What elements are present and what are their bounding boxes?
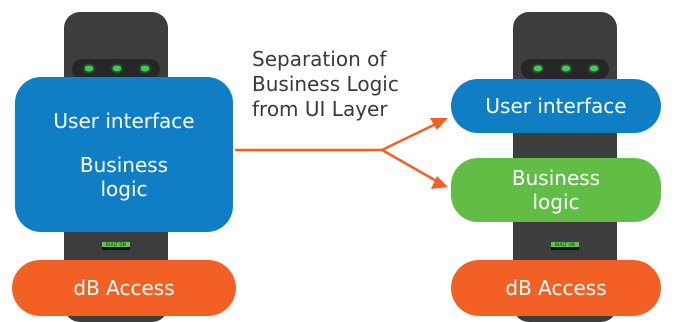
led-icon [85, 66, 93, 71]
left-ui-business-logic-block: User interface Business logic [15, 77, 233, 232]
led-icon [141, 66, 149, 71]
left-business-label: Business [79, 152, 169, 177]
right-db-access-block: dB Access [451, 260, 661, 316]
left-user-interface-label: User interface [53, 108, 195, 133]
separation-caption: Separation of Business Logic from UI Lay… [252, 47, 399, 122]
led-icon [562, 66, 570, 71]
left-badge-label: BUILT ON [106, 242, 126, 247]
arrowhead-down-icon [431, 176, 448, 189]
arrow-to-business-logic [380, 148, 442, 185]
right-db-access-label: dB Access [505, 276, 607, 300]
right-user-interface-label: User interface [485, 94, 627, 118]
left-logic-label: logic [100, 176, 148, 201]
led-icon [113, 66, 121, 71]
right-badge-label: BUILT ON [555, 242, 575, 247]
left-db-access-block: dB Access [12, 260, 236, 316]
led-icon [590, 66, 598, 71]
caption-line-2: Business Logic [252, 72, 399, 96]
right-logic-label: logic [532, 190, 580, 214]
caption-line-3: from UI Layer [252, 97, 388, 121]
right-user-interface-block: User interface [451, 79, 661, 133]
left-db-access-label: dB Access [73, 276, 175, 300]
caption-line-1: Separation of [252, 47, 387, 71]
led-icon [534, 66, 542, 71]
right-built-on-badge: BUILT ON [551, 242, 579, 250]
right-business-label: Business [511, 166, 601, 190]
right-led-bar [521, 59, 609, 79]
left-led-bar [72, 59, 160, 79]
right-business-logic-block: Business logic [451, 158, 661, 222]
arrow-to-user-interface [380, 120, 442, 152]
arrowhead-up-icon [430, 118, 448, 130]
left-built-on-badge: BUILT ON [102, 242, 130, 250]
